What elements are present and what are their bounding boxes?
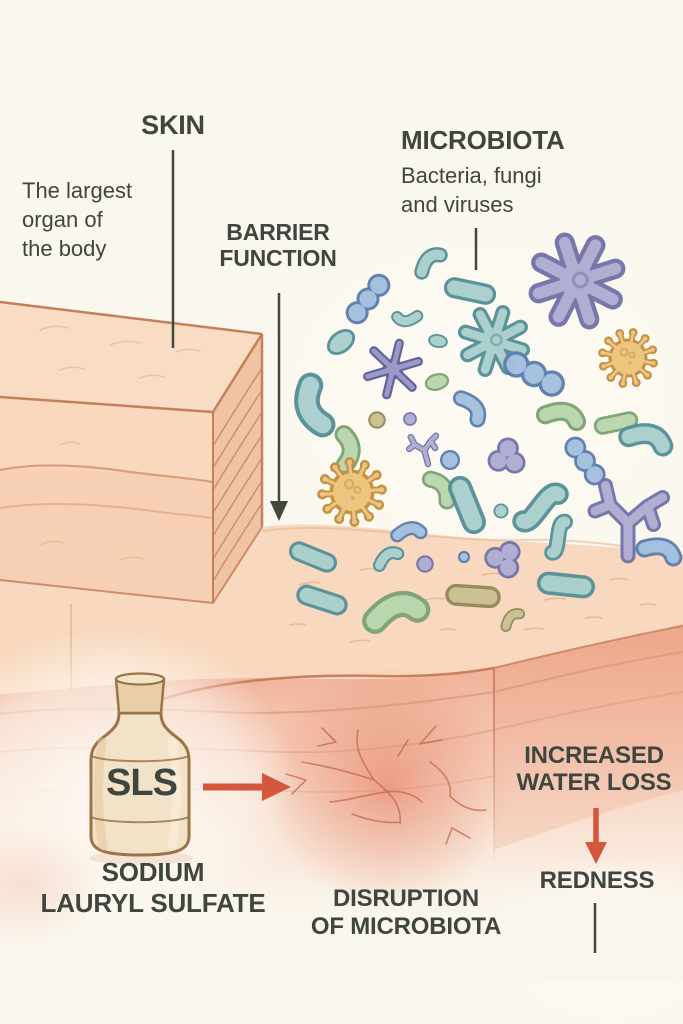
microbe-chain	[345, 273, 391, 325]
disruption-line1: DISRUPTION	[332, 885, 479, 912]
microbe-rod	[296, 584, 348, 616]
microbe-rod	[593, 411, 639, 435]
redness-label: REDNESS	[539, 867, 655, 894]
microbe-dot	[457, 550, 471, 564]
microbe-bean	[362, 591, 431, 634]
barrier-line2: FUNCTION	[219, 245, 337, 271]
microbe-circle	[493, 503, 509, 519]
block-side-face	[213, 334, 262, 603]
skin-description-line2: organ of	[22, 207, 103, 232]
microbe-circle	[439, 449, 461, 471]
skin-description-line3: the body	[22, 236, 107, 261]
sls-bottle	[89, 672, 193, 865]
microbe-s-rod	[512, 482, 569, 533]
irritation-patch	[0, 664, 510, 946]
microbe-rod	[445, 583, 501, 609]
microbe-star	[458, 305, 530, 377]
microbe-crescent	[421, 470, 456, 510]
barrier-function-label: BARRIER FUNCTION	[193, 219, 363, 271]
block-outlines	[0, 300, 264, 604]
microbe-virus	[317, 457, 387, 527]
microbe-chain	[503, 351, 565, 397]
microbe-star	[528, 232, 626, 330]
microbe-circle	[368, 411, 386, 429]
microbe-branch	[405, 432, 440, 468]
microbe-branch	[587, 478, 670, 564]
microbe-rod	[288, 541, 338, 573]
barrier-function-arrow	[270, 293, 288, 521]
block-side-strata	[212, 367, 263, 582]
water-loss-line2: WATER LOSS	[516, 769, 672, 796]
microbiota-subtitle-line1: Bacteria, fungi	[401, 163, 542, 188]
microbe-blob3	[484, 540, 521, 579]
sls-arrow	[203, 773, 291, 801]
skin-description-line1: The largest	[22, 178, 133, 203]
block-top-texture	[39, 325, 201, 379]
bottle-highlight	[167, 737, 181, 849]
skin-description: The largest organ of the body	[22, 176, 132, 263]
microbe-circle	[416, 555, 434, 573]
skin-title: SKIN	[141, 110, 205, 140]
microbe-bean	[372, 546, 405, 572]
microbe-bean	[500, 608, 526, 632]
microbe-oval	[424, 373, 450, 391]
microbe-oval	[428, 333, 448, 349]
redness-glow	[266, 664, 510, 908]
increased-water-loss-label: INCREASED WATER LOSS	[489, 742, 683, 796]
microbe-bean	[635, 537, 683, 567]
water-loss-line1: INCREASED	[524, 742, 664, 769]
microbe-spiky	[363, 338, 423, 400]
sls-caption: SODIUM LAURYL SULFATE	[18, 857, 288, 919]
slab-right-face	[494, 628, 683, 850]
microbe-bean	[618, 423, 674, 457]
microbe-circle	[403, 412, 417, 426]
annotations	[171, 150, 607, 953]
microbe-s-rod	[544, 513, 573, 561]
microbe-bean	[390, 521, 428, 543]
microbe-rod	[443, 277, 497, 305]
barrier-line1: BARRIER	[226, 219, 330, 245]
microbe-rod	[448, 475, 486, 535]
microbe-oval	[326, 329, 356, 355]
microbe-bean	[452, 390, 487, 428]
bottle-left-shade	[93, 737, 108, 851]
block-front-texture	[0, 441, 215, 561]
microbe-crescent	[294, 372, 336, 438]
block-top-face	[0, 302, 262, 412]
microbe-bean	[414, 247, 448, 280]
water-loss-arrow	[585, 808, 607, 864]
disruption-label: DISRUPTION OF MICROBIOTA	[291, 885, 521, 941]
microbiota-title: MICROBIOTA	[401, 125, 565, 155]
microbiota-cloud	[288, 232, 683, 634]
surface-right-fold	[493, 625, 683, 669]
capillaries	[285, 725, 487, 845]
sls-caption-line1: SODIUM	[101, 857, 205, 887]
microbiota-subtitle-line2: and viruses	[401, 192, 514, 217]
sls-bottle-label: SLS	[106, 762, 178, 804]
microbe-virus	[598, 328, 658, 388]
microbiota-subtitle: Bacteria, fungi and viruses	[401, 161, 542, 219]
bottle-label-line-top	[90, 755, 190, 763]
microbe-chain	[564, 436, 606, 486]
raised-skin-block	[0, 300, 264, 604]
sls-caption-line2: LAURYL SULFATE	[40, 888, 266, 918]
disruption-line2: OF MICROBIOTA	[310, 913, 502, 940]
surface-texture	[289, 567, 657, 643]
microbe-bean	[391, 310, 424, 328]
microbe-blob3	[487, 437, 526, 474]
microbe-rod	[536, 571, 596, 599]
block-front-top-band	[0, 397, 213, 482]
bottle-label-line-bottom	[90, 816, 190, 824]
bottle-cap-top	[114, 672, 166, 686]
bottle-body	[89, 711, 191, 857]
microbe-bean	[535, 401, 587, 432]
